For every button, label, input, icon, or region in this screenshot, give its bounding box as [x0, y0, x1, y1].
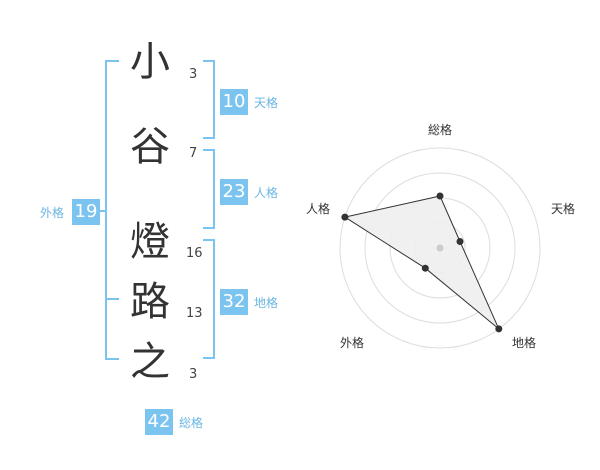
- axis-label-chikaku: 地格: [512, 335, 536, 350]
- jinkaku-value: 23: [220, 179, 248, 205]
- axis-label-gaikaku: 外格: [340, 335, 364, 350]
- radar-point-2: [456, 238, 464, 245]
- name-char-2: 谷: [130, 124, 170, 170]
- jinkaku-label: 人格: [254, 186, 279, 200]
- radar-points: [341, 192, 503, 333]
- radar-ring-3: [364, 172, 516, 324]
- tenkaku-value: 10: [220, 89, 248, 115]
- radar-center-dot: [436, 244, 444, 252]
- gaikaku-value: 19: [72, 199, 100, 225]
- stroke-count-1: 3: [189, 67, 198, 82]
- axis-label-tenkaku: 天格: [551, 201, 575, 216]
- stroke-count-4: 13: [186, 306, 203, 321]
- gaikaku-bracket-split: [105, 298, 119, 300]
- radar-point-5: [341, 213, 349, 221]
- gaikaku-label: 外格: [40, 206, 65, 220]
- soukaku-label: 総格: [179, 416, 204, 430]
- stroke-count-5: 3: [189, 367, 198, 382]
- name-char-4: 路: [130, 279, 170, 325]
- tenkaku-bracket: [203, 60, 215, 139]
- name-char-5: 之: [130, 339, 170, 385]
- chikaku-label: 地格: [254, 296, 279, 310]
- gaikaku-bracket-stub: [95, 210, 105, 212]
- jinkaku-bracket: [203, 149, 215, 229]
- soukaku-value: 42: [145, 409, 173, 435]
- axis-label-jinkaku: 人格: [306, 201, 330, 216]
- name-char-1: 小: [130, 39, 170, 85]
- radar-point-3: [495, 325, 503, 333]
- gaikaku-bracket: [105, 60, 119, 360]
- tenkaku-label: 天格: [254, 96, 279, 110]
- chikaku-bracket: [203, 239, 215, 359]
- radar-rings: [339, 147, 541, 349]
- axis-label-soukaku: 総格: [428, 122, 452, 137]
- stroke-count-3: 16: [186, 246, 203, 261]
- radar-point-4: [421, 264, 429, 272]
- stroke-count-2: 7: [189, 146, 198, 161]
- radar-ring-4: [339, 147, 541, 349]
- chikaku-value: 32: [220, 289, 248, 315]
- radar-point-1: [436, 192, 444, 200]
- name-char-3: 燈: [130, 219, 170, 265]
- radar-polygon: [343, 195, 500, 330]
